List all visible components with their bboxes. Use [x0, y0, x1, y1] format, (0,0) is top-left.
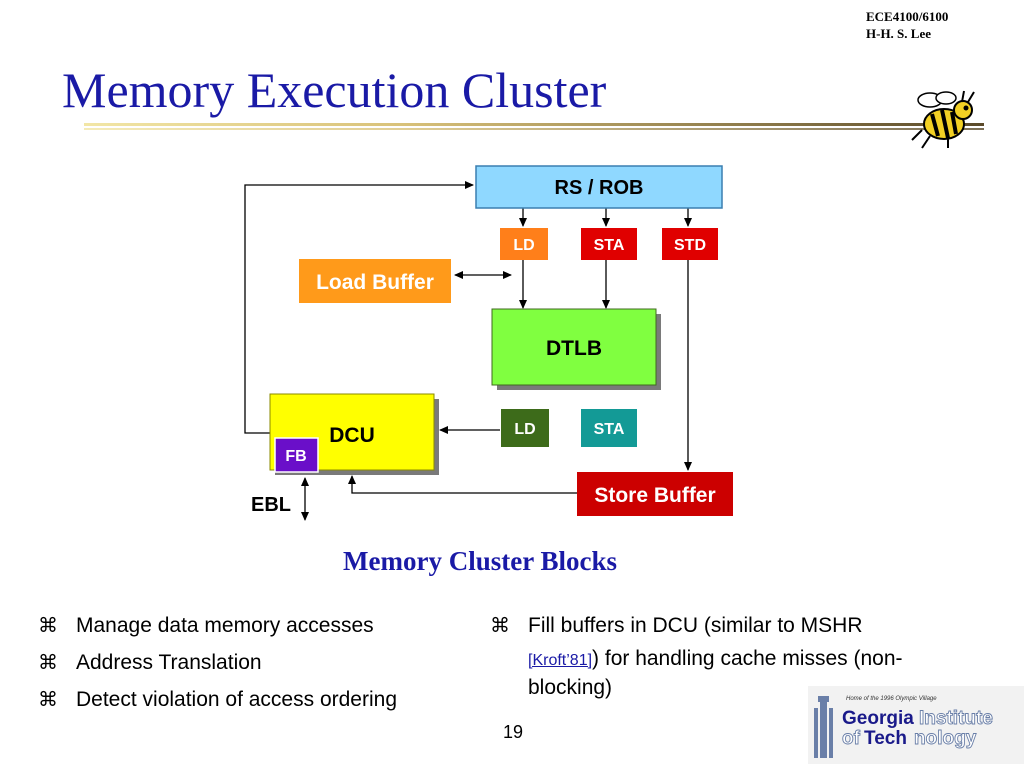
std-top-label: STD — [674, 237, 706, 254]
yellow-jacket-mascot-icon — [911, 90, 975, 149]
fb-block: FB — [274, 437, 319, 473]
load-buffer-label: Load Buffer — [316, 271, 434, 294]
logo-word-institute: Institute — [919, 708, 993, 729]
storebuffer-to-dcu-line — [348, 475, 577, 494]
bullet-text: Address Translation — [76, 651, 262, 674]
dtlb-label: DTLB — [546, 337, 602, 360]
rs-rob-block: RS / ROB — [475, 165, 723, 209]
bullet-text-line2: [Kroft’81]) for handling cache misses (n… — [528, 646, 903, 674]
sta-top-block: STA — [581, 228, 637, 260]
logo-word-tech: Tech — [864, 728, 907, 749]
logo-word-nology: nology — [914, 728, 977, 749]
sta-bottom-label: STA — [594, 421, 625, 438]
georgia-tech-logo: Home of the 1996 Olympic Village Georgia… — [808, 686, 1024, 764]
fb-label: FB — [285, 448, 306, 465]
std-top-block: STD — [662, 228, 718, 260]
ld-top-label: LD — [513, 237, 534, 254]
bullet-text: Detect violation of access ordering — [76, 688, 397, 711]
course-label: ECE4100/6100 H-H. S. Lee — [866, 8, 948, 42]
sta-top-label: STA — [594, 237, 625, 254]
bullet-icon: ⌘ — [490, 615, 510, 637]
bullet-list-right: ⌘ Fill buffers in DCU (similar to MSHR [… — [490, 613, 970, 705]
bullet-text-line3: blocking) — [528, 676, 613, 699]
citation-link[interactable]: [Kroft’81] — [528, 652, 593, 669]
dcu-label: DCU — [329, 424, 375, 447]
bullet-text-line1: Fill buffers in DCU (similar to MSHR — [528, 614, 863, 637]
bullet-icon: ⌘ — [38, 652, 58, 674]
author-name: H-H. S. Lee — [866, 26, 931, 41]
store-buffer-block: Store Buffer — [577, 472, 733, 516]
ld-bottom-block: LD — [501, 409, 549, 447]
logo-word-of: of — [842, 728, 861, 749]
ebl-label: EBL — [251, 494, 291, 516]
ld-top-block: LD — [500, 228, 548, 260]
slide-title: Memory Execution Cluster — [62, 62, 607, 118]
bullet-icon: ⌘ — [38, 689, 58, 711]
bullet-icon: ⌘ — [38, 615, 58, 637]
connectors — [244, 181, 692, 521]
diagram-caption: Memory Cluster Blocks — [343, 546, 617, 576]
bullet-text: Manage data memory accesses — [76, 614, 374, 637]
bullet-list-left: ⌘ Manage data memory accesses ⌘ Address … — [38, 613, 458, 723]
dcu-to-rsrob-line — [244, 181, 474, 434]
sta-bottom-block: STA — [581, 409, 637, 447]
logo-word-georgia: Georgia — [842, 708, 914, 729]
dtlb-block: DTLB — [491, 308, 661, 390]
rs-rob-label: RS / ROB — [555, 177, 644, 199]
bullet-text-line2-rest: ) for handling cache misses (non- — [592, 647, 903, 670]
course-code: ECE4100/6100 — [866, 9, 949, 24]
page-number: 19 — [502, 722, 524, 742]
load-buffer-block: Load Buffer — [299, 259, 451, 303]
logo-tagline: Home of the 1996 Olympic Village — [846, 696, 937, 702]
tech-tower-icon — [814, 696, 833, 758]
store-buffer-label: Store Buffer — [594, 484, 715, 507]
title-underline — [84, 123, 984, 130]
ld-bottom-label: LD — [514, 421, 535, 438]
